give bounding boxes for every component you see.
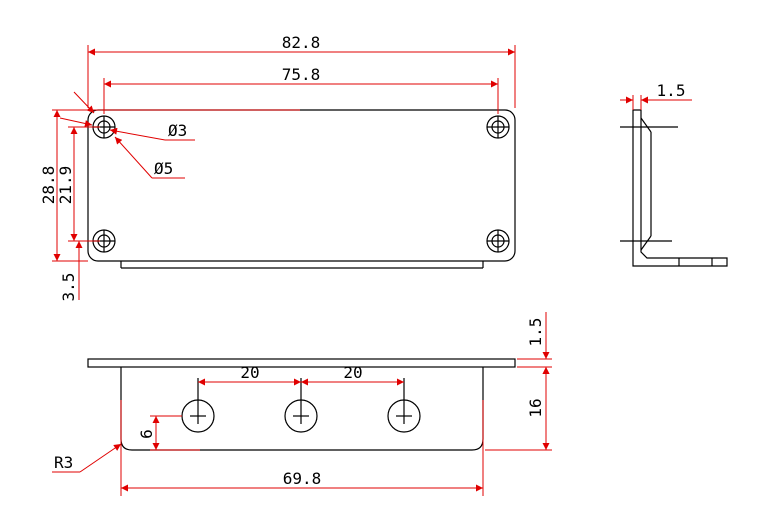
leader-hole-edge <box>59 117 93 127</box>
dim-side-thickness: 1.5 <box>620 81 692 110</box>
dim-front-spacing: 20 20 <box>198 363 404 386</box>
front-hole-1 <box>181 378 215 433</box>
dim-label-69-8: 69.8 <box>283 469 322 488</box>
dim-label-3-5: 3.5 <box>59 273 78 302</box>
leader-edge <box>73 91 95 114</box>
dim-label-6: 6 <box>137 429 156 439</box>
side-profile <box>632 109 728 267</box>
dim-overall-height: 28.8 <box>39 110 61 261</box>
dim-label-75-8: 75.8 <box>282 65 321 84</box>
dim-front-hole-offset: 6 <box>137 415 200 451</box>
dim-label-d3: Ø3 <box>168 121 187 140</box>
dim-label-front-1-5: 1.5 <box>526 318 545 347</box>
dim-label-20-left: 20 <box>240 363 259 382</box>
dim-label-16: 16 <box>526 398 545 417</box>
callout-inner-hole: Ø3 <box>109 121 195 141</box>
front-flange <box>120 367 484 451</box>
top-view: 82.8 75.8 28.8 21.9 3.5 <box>39 33 516 302</box>
dim-front-height: 16 <box>485 367 552 451</box>
dim-overall-length: 82.8 <box>87 33 516 108</box>
dim-label-82-8: 82.8 <box>282 33 321 52</box>
callout-outer-hole: Ø5 <box>114 136 185 179</box>
dim-hole-spacing-y: 21.9 <box>56 127 78 241</box>
front-view: 20 20 1.5 16 6 R3 <box>52 312 552 496</box>
top-plate-outline <box>87 109 516 262</box>
hole-bottom-right <box>486 229 510 253</box>
dim-label-28-8: 28.8 <box>39 166 58 205</box>
callout-corner-radius: R3 <box>52 443 122 473</box>
dim-label-r3: R3 <box>54 453 73 472</box>
front-hole-2 <box>284 378 318 433</box>
front-plate <box>87 358 516 368</box>
dim-hole-spacing-x: 75.8 <box>103 65 499 114</box>
hole-top-right <box>486 115 510 139</box>
front-hole-3 <box>387 378 421 433</box>
dim-label-21-9: 21.9 <box>56 166 75 205</box>
dim-front-width: 69.8 <box>120 400 484 496</box>
dim-label-side-1-5: 1.5 <box>657 81 686 100</box>
dim-front-thickness: 1.5 <box>517 312 552 382</box>
dim-edge-offset: 3.5 <box>59 241 83 302</box>
dim-label-d5: Ø5 <box>154 159 173 178</box>
dim-label-20-right: 20 <box>343 363 362 382</box>
side-view: 1.5 <box>620 81 728 267</box>
